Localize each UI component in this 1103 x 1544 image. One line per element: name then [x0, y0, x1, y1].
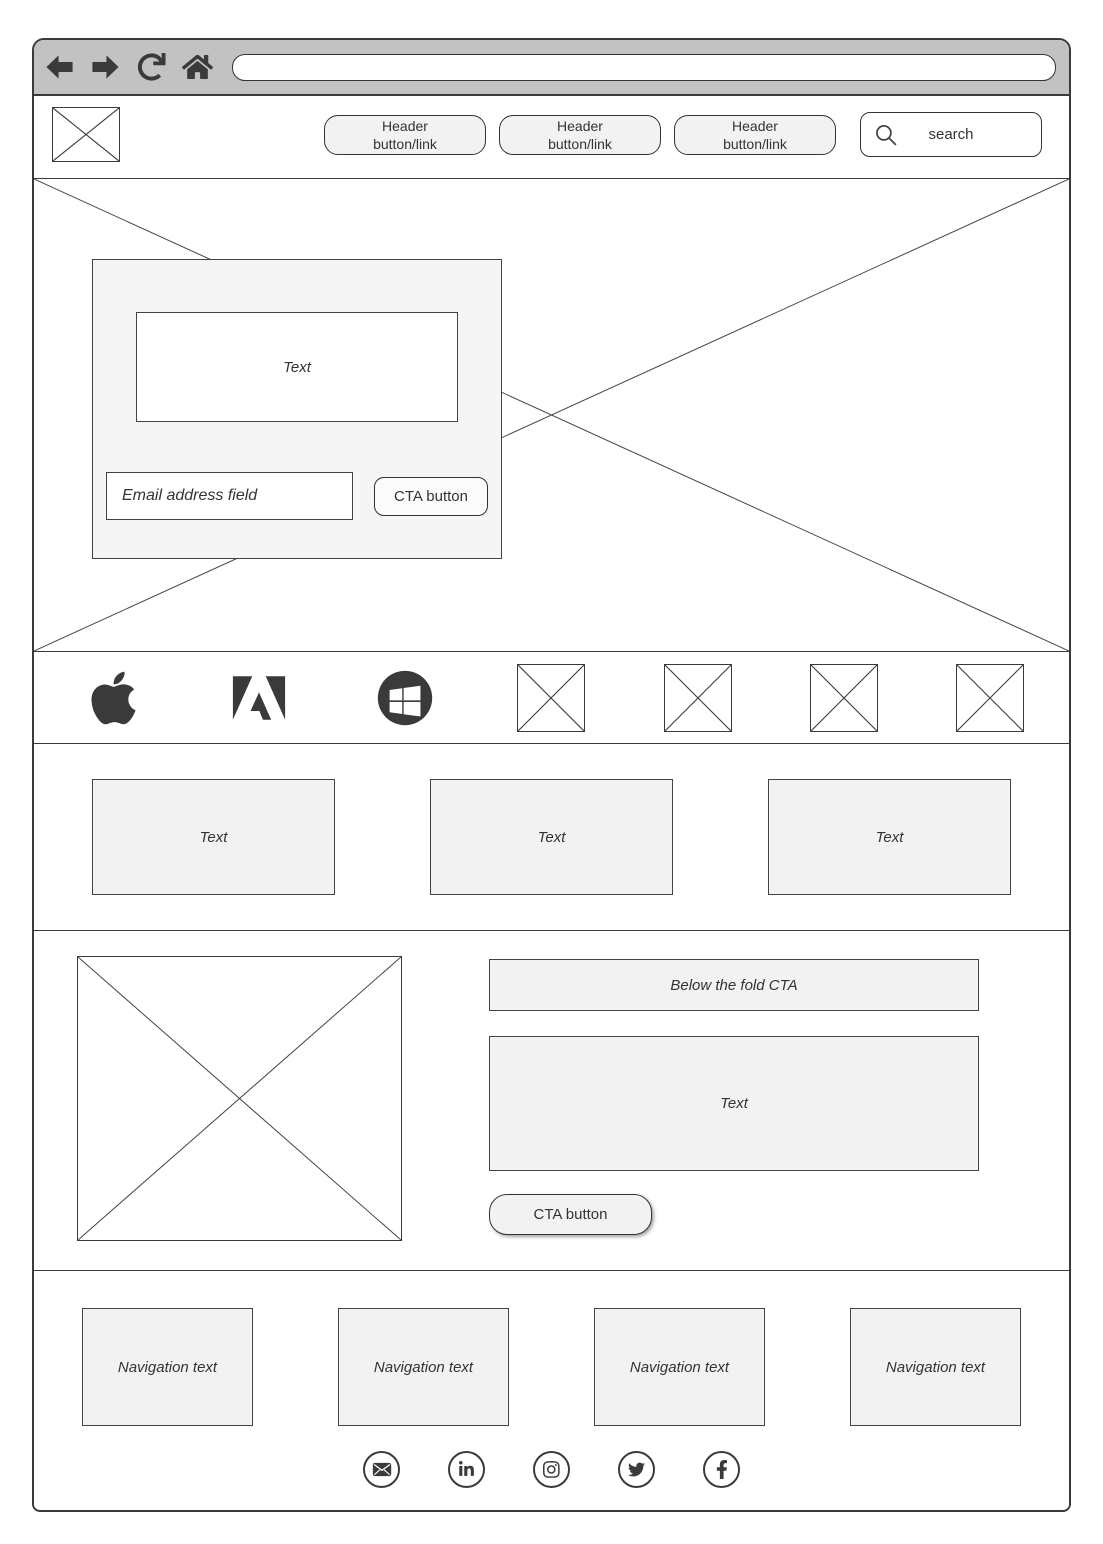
brand-image-placeholder-4: [955, 663, 1024, 732]
refresh-icon[interactable]: [136, 53, 167, 81]
hero-cta-button[interactable]: CTA button: [374, 477, 488, 516]
url-bar[interactable]: [232, 53, 1056, 81]
windows-logo-icon: [371, 664, 439, 732]
header-button-1[interactable]: Header button/link: [324, 115, 486, 155]
footer-nav-box-1[interactable]: Navigation text: [82, 1308, 253, 1426]
email-field[interactable]: [106, 472, 353, 520]
feature-row: Text Text Text: [34, 743, 1069, 930]
logo-image-placeholder: [52, 107, 120, 162]
brand-image-placeholder-3: [809, 663, 878, 732]
below-fold-section: Below the fold CTA Text CTA button: [34, 930, 1069, 1270]
forward-icon[interactable]: [90, 53, 121, 81]
feature-text-box-1: Text: [92, 779, 335, 895]
search-box[interactable]: search: [860, 112, 1042, 157]
email-icon[interactable]: [363, 1451, 400, 1488]
hero-image-placeholder: [34, 179, 1069, 651]
header-button-3[interactable]: Header button/link: [674, 115, 836, 155]
social-icon-row: [34, 1451, 1069, 1488]
header-nav: Header button/link Header button/link He…: [324, 115, 836, 155]
footer-nav: Navigation text Navigation text Navigati…: [34, 1308, 1069, 1426]
feature-text-box-3: Text: [768, 779, 1011, 895]
header-button-2[interactable]: Header button/link: [499, 115, 661, 155]
apple-logo-icon: [79, 664, 147, 732]
below-fold-text-placeholder: Text: [489, 1036, 979, 1171]
home-icon[interactable]: [182, 53, 213, 81]
header-button-label: Header button/link: [373, 117, 437, 152]
browser-chrome-bar: [34, 40, 1069, 96]
header-button-label: Header button/link: [723, 117, 787, 152]
linkedin-icon[interactable]: [448, 1451, 485, 1488]
below-fold-cta-button[interactable]: CTA button: [489, 1194, 652, 1235]
twitter-icon[interactable]: [618, 1451, 655, 1488]
site-header: Header button/link Header button/link He…: [34, 96, 1069, 178]
brand-image-placeholder-1: [517, 663, 586, 732]
brand-logo-strip: [34, 651, 1069, 743]
brand-image-placeholder-2: [663, 663, 732, 732]
site-footer: Navigation text Navigation text Navigati…: [34, 1270, 1069, 1508]
search-label: search: [928, 126, 974, 143]
magnifier-icon: [876, 125, 897, 146]
footer-nav-box-4[interactable]: Navigation text: [850, 1308, 1021, 1426]
hero-text-placeholder: Text: [136, 312, 458, 422]
hero-section: Text CTA button: [34, 178, 1069, 651]
instagram-icon[interactable]: [533, 1451, 570, 1488]
feature-text-box-2: Text: [430, 779, 673, 895]
footer-nav-box-2[interactable]: Navigation text: [338, 1308, 509, 1426]
below-fold-image-placeholder: [77, 956, 402, 1241]
below-fold-heading: Below the fold CTA: [489, 959, 979, 1011]
footer-nav-box-3[interactable]: Navigation text: [594, 1308, 765, 1426]
header-button-label: Header button/link: [548, 117, 612, 152]
adobe-logo-icon: [225, 664, 293, 732]
facebook-icon[interactable]: [703, 1451, 740, 1488]
browser-window: Header button/link Header button/link He…: [32, 38, 1071, 1512]
back-icon[interactable]: [44, 53, 75, 81]
hero-signup-card: Text CTA button: [92, 259, 502, 559]
